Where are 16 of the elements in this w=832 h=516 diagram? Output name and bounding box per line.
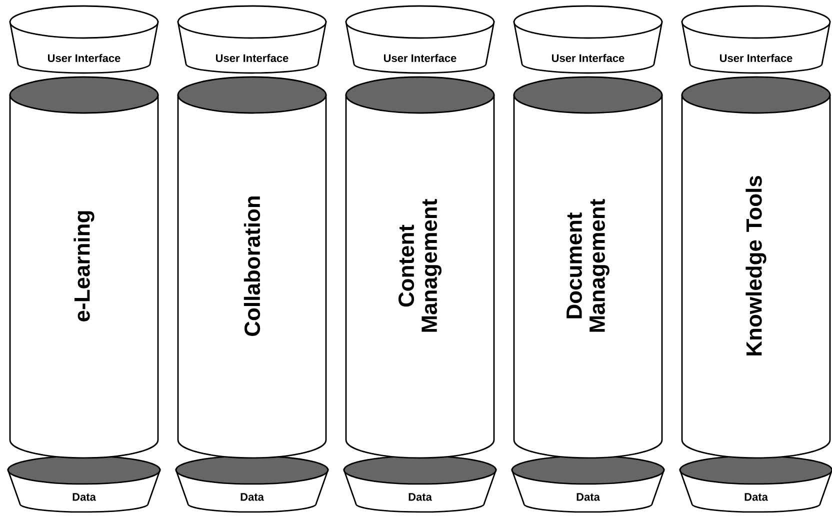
data-bowl: Data: [679, 455, 832, 513]
system-cylinder: Collaboration: [177, 76, 327, 459]
interface-bowl: User Interface: [345, 5, 495, 74]
system-cylinder: Content Management: [345, 76, 495, 459]
interface-bowl: User Interface: [513, 5, 663, 74]
interface-bowl: User Interface: [177, 5, 327, 74]
node-label: Knowledge Tools: [746, 176, 766, 356]
data-bowl: Data: [7, 455, 161, 513]
data-bowl: Data: [343, 455, 497, 513]
system-cylinder: Knowledge Tools: [681, 76, 831, 459]
system-cylinder: e-Learning: [9, 76, 159, 459]
interface-bowl: User Interface: [681, 5, 831, 74]
system-cylinder: Document Management: [513, 76, 663, 459]
interface-bowl: User Interface: [9, 5, 159, 74]
data-bowl: Data: [175, 455, 329, 513]
data-bowl: Data: [511, 455, 665, 513]
